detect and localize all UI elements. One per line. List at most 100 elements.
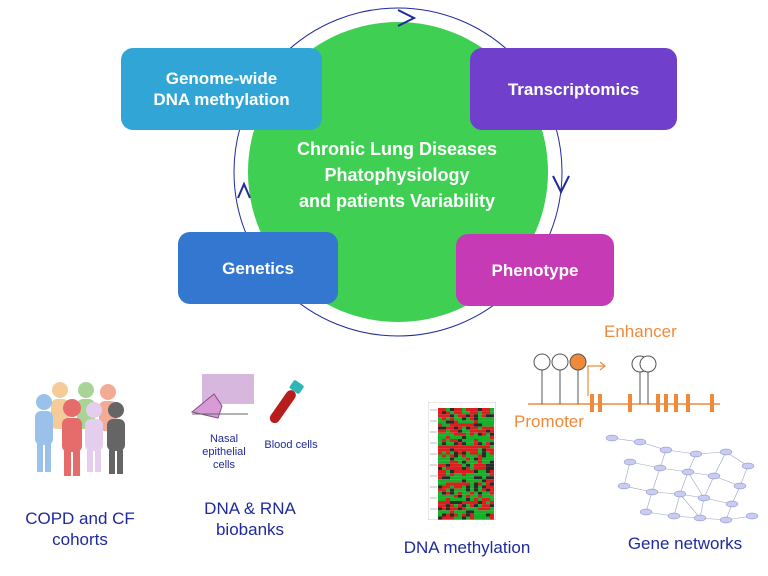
- heatmap-cell: [478, 504, 482, 508]
- heatmap-cell: [454, 501, 458, 505]
- heatmap-cell: [438, 439, 442, 443]
- heatmap-cell: [474, 426, 478, 430]
- heatmap-cell: [446, 497, 450, 501]
- heatmap-cell: [458, 479, 462, 483]
- heatmap-cell: [458, 510, 462, 514]
- heatmap-cell: [438, 485, 442, 489]
- heatmap-cell: [474, 435, 478, 439]
- heatmap-cell: [474, 473, 478, 477]
- heatmap-cell: [450, 432, 454, 436]
- heatmap-cell: [470, 470, 474, 474]
- heatmap-cell: [490, 479, 494, 483]
- heatmap-cell: [450, 485, 454, 489]
- heatmap-cell: [454, 460, 458, 464]
- heatmap-cell: [450, 510, 454, 514]
- heatmap-cell: [490, 494, 494, 498]
- heatmap-cell: [446, 414, 450, 418]
- heatmap-cell: [458, 457, 462, 461]
- network-edge: [713, 451, 727, 477]
- heatmap-cell: [490, 445, 494, 449]
- heatmap-cell: [478, 448, 482, 452]
- network-edge: [645, 491, 653, 513]
- heatmap-cell: [474, 448, 478, 452]
- cycle-arrow-left-icon: [237, 181, 251, 199]
- heatmap-cell: [458, 504, 462, 508]
- heatmap-cell: [486, 420, 490, 424]
- heatmap-cell: [490, 507, 494, 511]
- heatmap-cell: [462, 448, 466, 452]
- heatmap-cell: [462, 504, 466, 508]
- network-edge: [703, 475, 715, 499]
- heatmap-cell: [482, 454, 486, 458]
- network-edge: [679, 493, 701, 519]
- heatmap-cell: [438, 423, 442, 427]
- heatmap-cell: [478, 470, 482, 474]
- heatmap-cell: [478, 411, 482, 415]
- heatmap-cell: [442, 414, 446, 418]
- heatmap-cell: [490, 448, 494, 452]
- heatmap-cell: [466, 470, 470, 474]
- network-edge: [687, 471, 705, 499]
- heatmap-cell: [482, 501, 486, 505]
- heatmap-cell: [438, 429, 442, 433]
- heatmap-cell: [450, 457, 454, 461]
- heatmap-cell: [442, 485, 446, 489]
- heatmap-cell: [474, 429, 478, 433]
- heatmap-cell: [438, 479, 442, 483]
- heatmap-cell: [490, 497, 494, 501]
- heatmap-cell: [462, 442, 466, 446]
- heatmap-cell: [486, 429, 490, 433]
- heatmap-cell: [438, 445, 442, 449]
- heatmap-cell: [462, 491, 466, 495]
- heatmap-cell: [450, 442, 454, 446]
- heatmap-cell: [458, 408, 462, 412]
- heatmap-cell: [442, 494, 446, 498]
- heatmap-cell: [470, 457, 474, 461]
- heatmap-cell: [474, 516, 478, 520]
- heatmap-cell: [442, 445, 446, 449]
- heatmap-cell: [470, 494, 474, 498]
- heatmap-cell: [462, 451, 466, 455]
- heatmap-cell: [482, 408, 486, 412]
- heatmap-cell: [474, 423, 478, 427]
- heatmap-cell: [442, 429, 446, 433]
- heatmap-cell: [466, 501, 470, 505]
- heatmap-cell: [446, 451, 450, 455]
- heatmap-cell: [474, 497, 478, 501]
- heatmap-cell: [470, 513, 474, 517]
- heatmap-cell: [454, 494, 458, 498]
- heatmap-cell: [490, 476, 494, 480]
- heatmap-cell: [478, 479, 482, 483]
- heatmap-cell: [486, 479, 490, 483]
- heatmap-cell: [450, 414, 454, 418]
- heatmap-cell: [450, 460, 454, 464]
- heatmap-cell: [450, 476, 454, 480]
- heatmap-cell: [438, 408, 442, 412]
- heatmap-cell: [490, 491, 494, 495]
- heatmap-cell: [454, 473, 458, 477]
- heatmap-cell: [446, 476, 450, 480]
- heatmap-cell: [446, 411, 450, 415]
- heatmap-cell: [466, 442, 470, 446]
- heatmap-cell: [458, 513, 462, 517]
- heatmap-cell: [470, 516, 474, 520]
- network-node: [697, 494, 711, 502]
- heatmap-cell: [462, 516, 466, 520]
- heatmap-cell: [466, 463, 470, 467]
- heatmap-cell: [490, 439, 494, 443]
- heatmap-cell: [442, 442, 446, 446]
- network-edge: [699, 497, 705, 519]
- heatmap-cell: [446, 485, 450, 489]
- heatmap-cell: [486, 491, 490, 495]
- heatmap-cell: [478, 451, 482, 455]
- heatmap-cell: [466, 457, 470, 461]
- heatmap-cell: [458, 429, 462, 433]
- heatmap-cell: [482, 494, 486, 498]
- heatmap-cell: [458, 411, 462, 415]
- label-promoter: Promoter: [514, 412, 584, 431]
- heatmap-cell: [482, 429, 486, 433]
- heatmap-cell: [478, 417, 482, 421]
- heatmap-cell: [450, 497, 454, 501]
- heatmap-cell: [438, 420, 442, 424]
